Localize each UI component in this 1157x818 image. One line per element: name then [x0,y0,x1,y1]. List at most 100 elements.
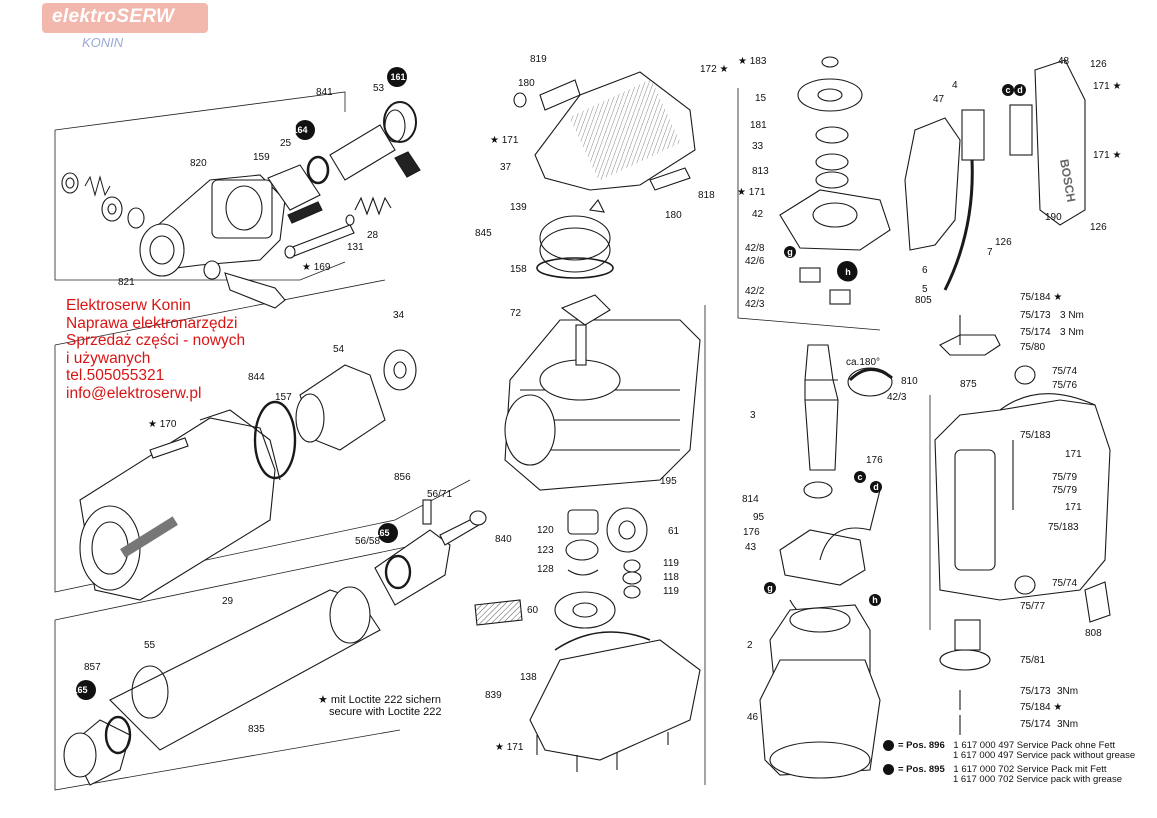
part-label: 46 [747,712,759,723]
part-label: 25 [280,138,292,149]
callout-letter-badge [854,471,866,483]
part-label: 126 [1090,59,1107,70]
part-label: 42/6 [745,256,765,267]
part-label: 3 Nm [1060,327,1084,338]
callout-letter: g [767,583,773,593]
part-label: 72 [510,308,522,319]
part-label: 34 [393,310,405,321]
part-label: 3 Nm [1060,310,1084,321]
part-label: 75/80 [1020,342,1045,353]
part-label: 164 [292,125,307,135]
part-label: 75/77 [1020,601,1045,612]
callout-letter-badge [870,481,882,493]
callout-letter: d [1017,85,1023,95]
callout-letter-badge [764,582,776,594]
contact-block: Elektroserw Konin Naprawa elektronarzędz… [66,297,245,402]
part-label: 3Nm [1057,686,1078,697]
brand-logo-subtext: KONIN [82,35,124,50]
part-label: 5 [922,284,928,295]
part-label: 176 [866,455,883,466]
left-parts [61,101,487,786]
part-label: 75/183 [1048,522,1079,533]
part-label: 42/3 [745,299,765,310]
part-label: 126 [995,237,1012,248]
part-label: 75/173 [1020,310,1051,321]
part-label: 805 [915,295,932,306]
part-label: 42/8 [745,243,765,254]
part-label: ★ 171 [495,742,524,753]
part-label: 839 [485,690,502,701]
part-label: 126 [1090,222,1107,233]
part-label: 55 [144,640,156,651]
callout-letter: g [787,247,793,257]
part-label: 845 [475,228,492,239]
contact-email: info@elektroserw.pl [66,384,202,402]
part-label: 75/183 [1020,430,1051,441]
part-label: 821 [118,277,135,288]
part-label: 118 [663,572,679,583]
part-label: 75/79 [1052,485,1077,496]
part-label: 48 [1058,56,1070,67]
part-label: 814 [742,494,759,505]
part-label: 161 [390,72,405,82]
callout-letter: h [845,267,851,277]
part-label: 43 [745,542,757,553]
part-label: 808 [1085,628,1102,639]
part-label: 75/76 [1052,380,1077,391]
contact-line: Elektroserw Konin [66,297,191,314]
part-label: 840 [495,534,512,545]
service-pack-895-label: = Pos. 895 [898,764,945,776]
part-label: 42/3 [887,392,907,403]
part-label: 29 [222,596,234,607]
part-label: 47 [933,94,945,105]
part-label: 6 [922,265,928,276]
callout-letter-badge [869,594,881,606]
part-label: 60 [527,605,539,616]
part-label: 159 [253,152,270,163]
part-label: 138 [520,672,537,683]
part-label: 157 [275,392,292,403]
part-label: 75/174 [1020,327,1051,338]
part-label: 857 [84,662,101,673]
part-label: 180 [665,210,682,221]
part-label: 33 [752,141,764,152]
contact-line: Sprzedaż części - nowych [66,332,246,349]
part-label: 171 [1065,449,1082,460]
part-label: ★ 171 [490,135,519,146]
part-label: 7 [987,247,993,258]
part-label: 54 [333,344,345,355]
part-label: 819 [530,54,547,65]
part-label: 119 [663,586,679,597]
service-pack-895-line2: 1 617 000 702 Service pack with grease [953,774,1122,786]
service-pack-896-line1: 1 617 000 497 Service Pack ohne Fett [953,740,1115,752]
part-label: 95 [753,512,765,523]
part-label: 37 [500,162,512,173]
brand-logo-badge [42,3,208,33]
contact-line: Naprawa elektronarzędzi [66,314,238,332]
part-label: 171 [1065,502,1082,513]
part-label: 856 [394,472,411,483]
part-label: ★ 169 [302,262,331,273]
callout-letter-badge [1002,84,1014,96]
part-label: 4 [952,80,958,91]
part-label: ★ 183 [738,56,767,67]
callout-letter: c [1005,85,1010,95]
bullet-icon [883,764,894,775]
brand-logo-text: elektroSERW [52,6,175,27]
part-label: 818 [698,190,715,201]
part-label: ★ 170 [148,419,177,430]
part-label: 844 [248,372,265,383]
service-pack-896: = Pos. 896 1 617 000 497 Service Pack oh… [883,740,1135,761]
part-label: 42 [752,209,764,220]
part-label: ca.180° [846,357,880,368]
loctite-note-line2: secure with Loctite 222 [329,706,442,718]
callout-letter: c [857,472,862,482]
part-label: 75/79 [1052,472,1077,483]
part-label: 53 [373,83,385,94]
part-label: 172 ★ [700,64,728,75]
part-label: 42/2 [745,286,765,297]
callout-letter-badge [784,246,796,258]
part-label: 75/184 ★ [1020,292,1062,303]
center-parts [474,71,701,772]
